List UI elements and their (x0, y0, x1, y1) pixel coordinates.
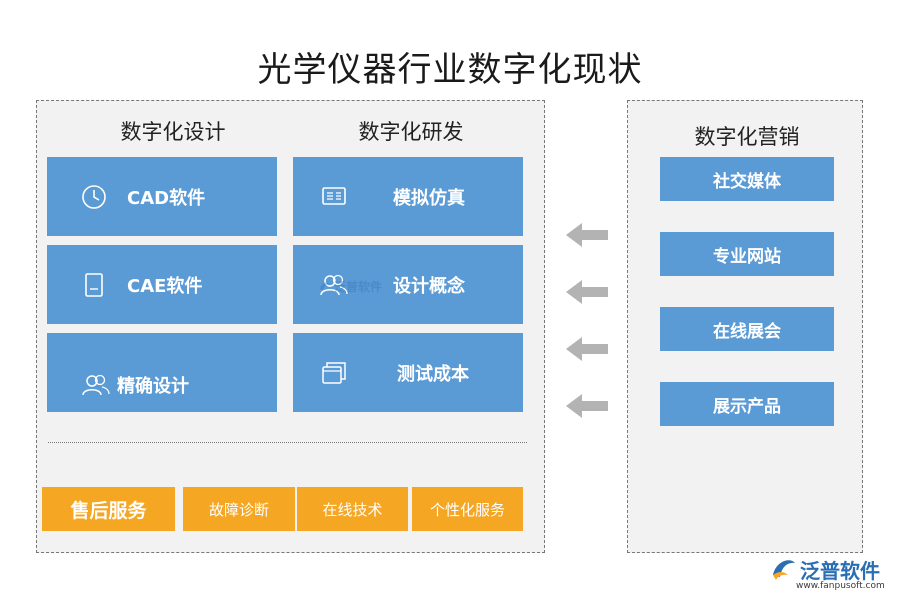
marketing-professional-site: 专业网站 (660, 232, 834, 276)
windows-icon (320, 359, 348, 387)
tile-label: 模拟仿真 (393, 187, 465, 209)
brand-logo: 泛普软件 www.fanpusoft.com (770, 553, 895, 598)
left-arrow-icon (566, 280, 608, 304)
tile-label: CAD软件 (127, 187, 206, 209)
tile-precise-design: 精确设计 (47, 333, 277, 412)
rnd-heading: 数字化研发 (358, 120, 464, 144)
design-heading: 数字化设计 (120, 120, 226, 144)
tile-cad-software: CAD软件 (47, 157, 277, 236)
watermark-text: 泛普软件 (334, 280, 383, 294)
marketing-social-media: 社交媒体 (660, 157, 834, 201)
tile-label: 设计概念 (393, 275, 465, 297)
left-arrow-icon (566, 223, 608, 247)
brand-url: www.fanpusoft.com (796, 581, 885, 591)
tile-design-concept: 设计概念 (293, 245, 523, 324)
marketing-heading: 数字化营销 (694, 125, 800, 149)
brand-name: 泛普软件 (800, 559, 880, 583)
service-fault-diagnosis: 故障诊断 (183, 487, 295, 531)
users-icon (320, 271, 348, 299)
monitor-icon (320, 183, 348, 211)
service-personalized: 个性化服务 (412, 487, 523, 531)
marketing-product-showcase: 展示产品 (660, 382, 834, 426)
watermark-logo: 泛普软件 (318, 278, 408, 308)
tile-label: CAE软件 (127, 275, 203, 297)
tile-cae-software: CAE软件 (47, 245, 277, 324)
tile-label: 精确设计 (117, 376, 189, 397)
clock-icon (80, 183, 108, 211)
tile-label: 测试成本 (397, 363, 469, 385)
tile-simulation: 模拟仿真 (293, 157, 523, 236)
service-after-sales: 售后服务 (42, 487, 175, 531)
users-icon (82, 371, 110, 399)
left-arrow-icon (566, 337, 608, 361)
divider (48, 442, 527, 443)
tile-test-cost: 测试成本 (293, 333, 523, 412)
brand-logo-icon (773, 560, 795, 580)
page-title: 光学仪器行业数字化现状 (257, 50, 643, 90)
marketing-online-expo: 在线展会 (660, 307, 834, 351)
service-online-tech: 在线技术 (297, 487, 408, 531)
document-icon (80, 271, 108, 299)
left-arrow-icon (566, 394, 608, 418)
